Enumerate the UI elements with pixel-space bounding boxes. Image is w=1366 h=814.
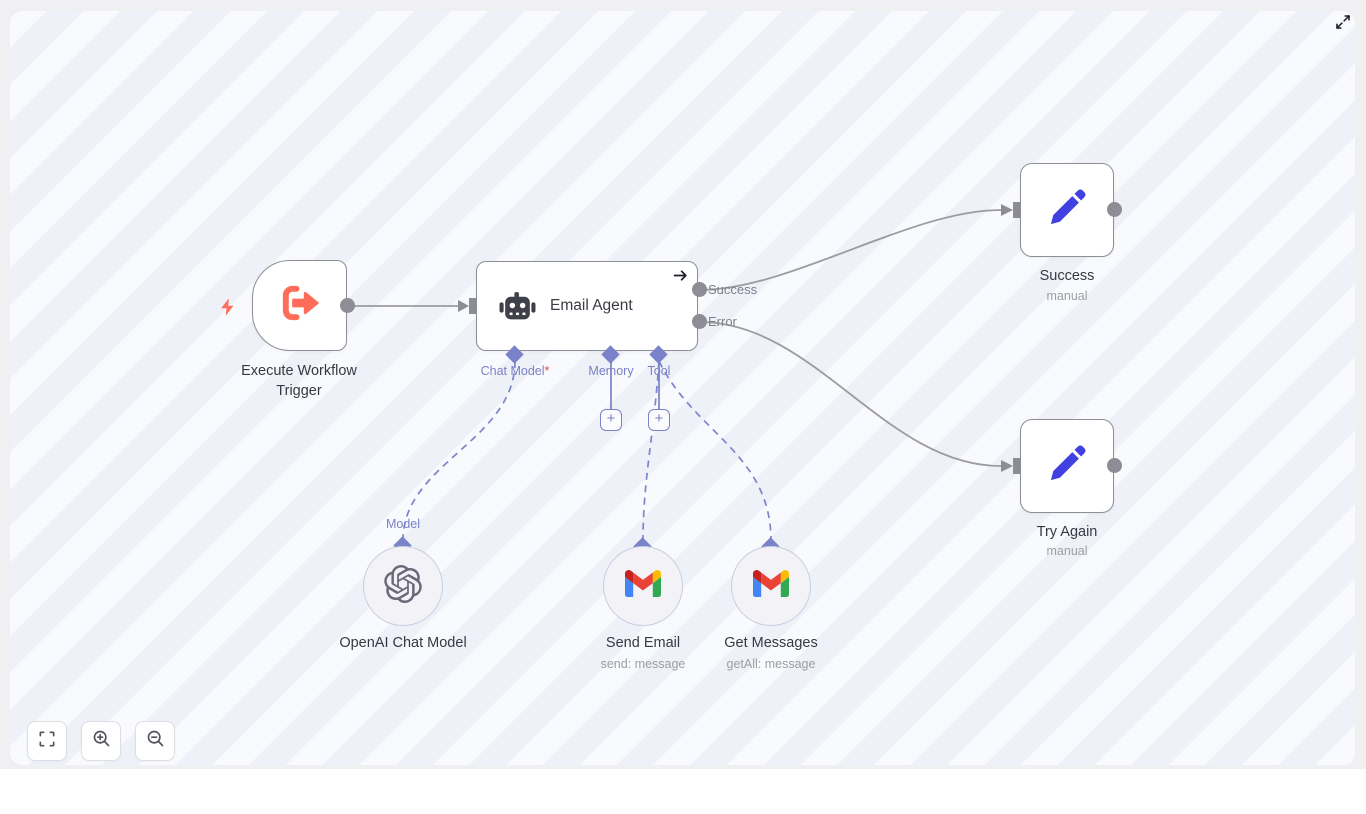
node-operation-send-email: send: message: [600, 657, 686, 671]
output-port-tryagain-node[interactable]: [1107, 458, 1122, 473]
connection-error[interactable]: [699, 321, 1002, 467]
fit-view-button[interactable]: [27, 721, 67, 761]
input-bar-agent[interactable]: [469, 298, 477, 314]
output-port-error[interactable]: [692, 314, 707, 329]
port-label-model: Model: [385, 517, 421, 531]
input-bar-tryagain[interactable]: [1013, 458, 1021, 474]
node-try-again[interactable]: [1020, 419, 1114, 513]
gmail-logo-icon: [753, 569, 789, 602]
node-note-success: manual: [1046, 289, 1088, 303]
maximize-button[interactable]: [1332, 13, 1354, 35]
output-port-success-node[interactable]: [1107, 202, 1122, 217]
connections-layer: [348, 202, 1021, 542]
port-label-chat-model: Chat Model*: [435, 364, 595, 378]
zoom-out-icon: [145, 728, 166, 754]
port-label-chat-model-text: Chat Model: [480, 364, 545, 378]
add-tool-button[interactable]: +: [648, 409, 670, 431]
output-port-trigger[interactable]: [340, 298, 355, 313]
node-execute-workflow-trigger[interactable]: [252, 260, 347, 351]
node-openai-chat-model[interactable]: [363, 546, 443, 626]
zoom-out-button[interactable]: [135, 721, 175, 761]
zap-icon: [218, 296, 238, 318]
node-label-success: Success: [1039, 268, 1095, 284]
fit-view-icon: [37, 729, 57, 754]
arrowhead: [1001, 460, 1013, 472]
node-label-get-messages: Get Messages: [724, 635, 818, 651]
node-email-agent[interactable]: Email Agent: [476, 261, 698, 351]
node-label-try-again: Try Again: [1036, 524, 1098, 540]
connection-tool-getmessages[interactable]: [658, 360, 772, 542]
node-label-send-email: Send Email: [605, 635, 681, 651]
node-label-trigger: Execute Workflow Trigger: [241, 363, 357, 399]
connection-chatmodel-openai[interactable]: [402, 360, 516, 541]
node-label-openai: OpenAI Chat Model: [339, 635, 467, 651]
output-label-success: Success: [708, 282, 758, 297]
port-label-memory: Memory: [588, 364, 634, 378]
node-success[interactable]: [1020, 163, 1114, 257]
node-label-email-agent: Email Agent: [550, 297, 633, 314]
port-label-tool: Tool: [647, 364, 671, 378]
pencil-icon: [1045, 186, 1089, 235]
zoom-in-button[interactable]: [81, 721, 121, 761]
maximize-icon: [1334, 13, 1352, 36]
workflow-canvas[interactable]: Execute Workflow Trigger Email Agent: [10, 11, 1355, 765]
node-get-messages[interactable]: [731, 546, 811, 626]
sign-out-icon: [277, 280, 323, 331]
node-note-try-again: manual: [1046, 544, 1088, 558]
connection-success[interactable]: [699, 209, 1002, 291]
arrow-right-icon: [672, 267, 689, 284]
robot-icon: [499, 290, 536, 323]
connection-tool-sendemail[interactable]: [642, 360, 660, 542]
openai-logo-icon: [384, 564, 422, 608]
arrowhead: [1001, 204, 1013, 216]
input-bar-success[interactable]: [1013, 202, 1021, 218]
node-operation-get-messages: getAll: message: [726, 657, 816, 671]
zoom-in-icon: [91, 728, 112, 754]
arrowhead: [458, 300, 469, 312]
output-port-success[interactable]: [692, 282, 707, 297]
pencil-icon: [1045, 442, 1089, 491]
add-memory-button[interactable]: +: [600, 409, 622, 431]
output-label-error: Error: [708, 314, 737, 329]
node-send-email[interactable]: [603, 546, 683, 626]
gmail-logo-icon: [625, 569, 661, 602]
required-marker: *: [544, 364, 550, 378]
